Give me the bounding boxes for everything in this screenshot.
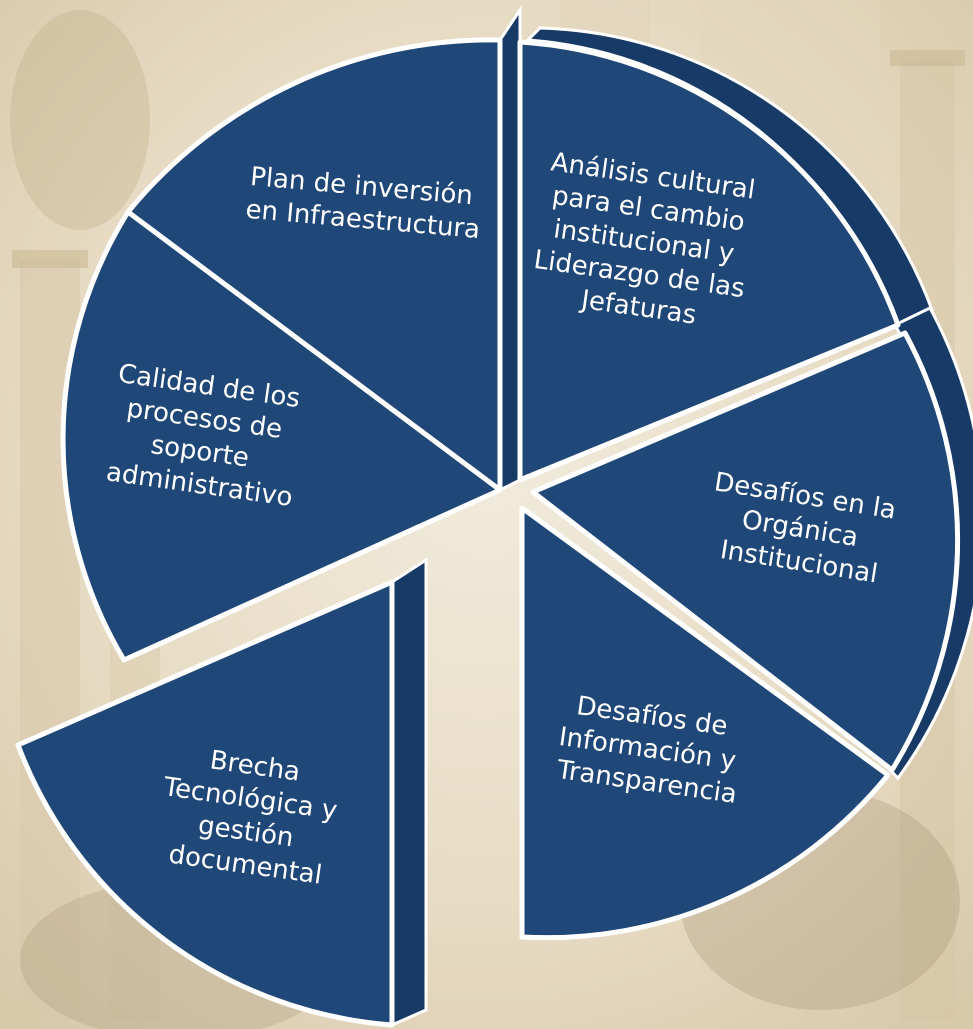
segment-infraestructura xyxy=(125,37,503,493)
segment-brecha xyxy=(15,579,395,1028)
label-analisis-cultural: Análisis cultural para el cambio institu… xyxy=(527,147,768,338)
brecha-side xyxy=(390,557,428,1028)
segment-analisis-cultural xyxy=(517,39,901,483)
segment-informacion xyxy=(519,505,891,941)
segment-calidad xyxy=(60,209,503,663)
segments xyxy=(15,37,961,1028)
segment-organica xyxy=(530,330,961,773)
infraestructura-side xyxy=(498,5,522,493)
label-organica: Desafíos en la Orgánica Institucional xyxy=(702,467,906,592)
segment-extrusions xyxy=(390,5,973,1028)
